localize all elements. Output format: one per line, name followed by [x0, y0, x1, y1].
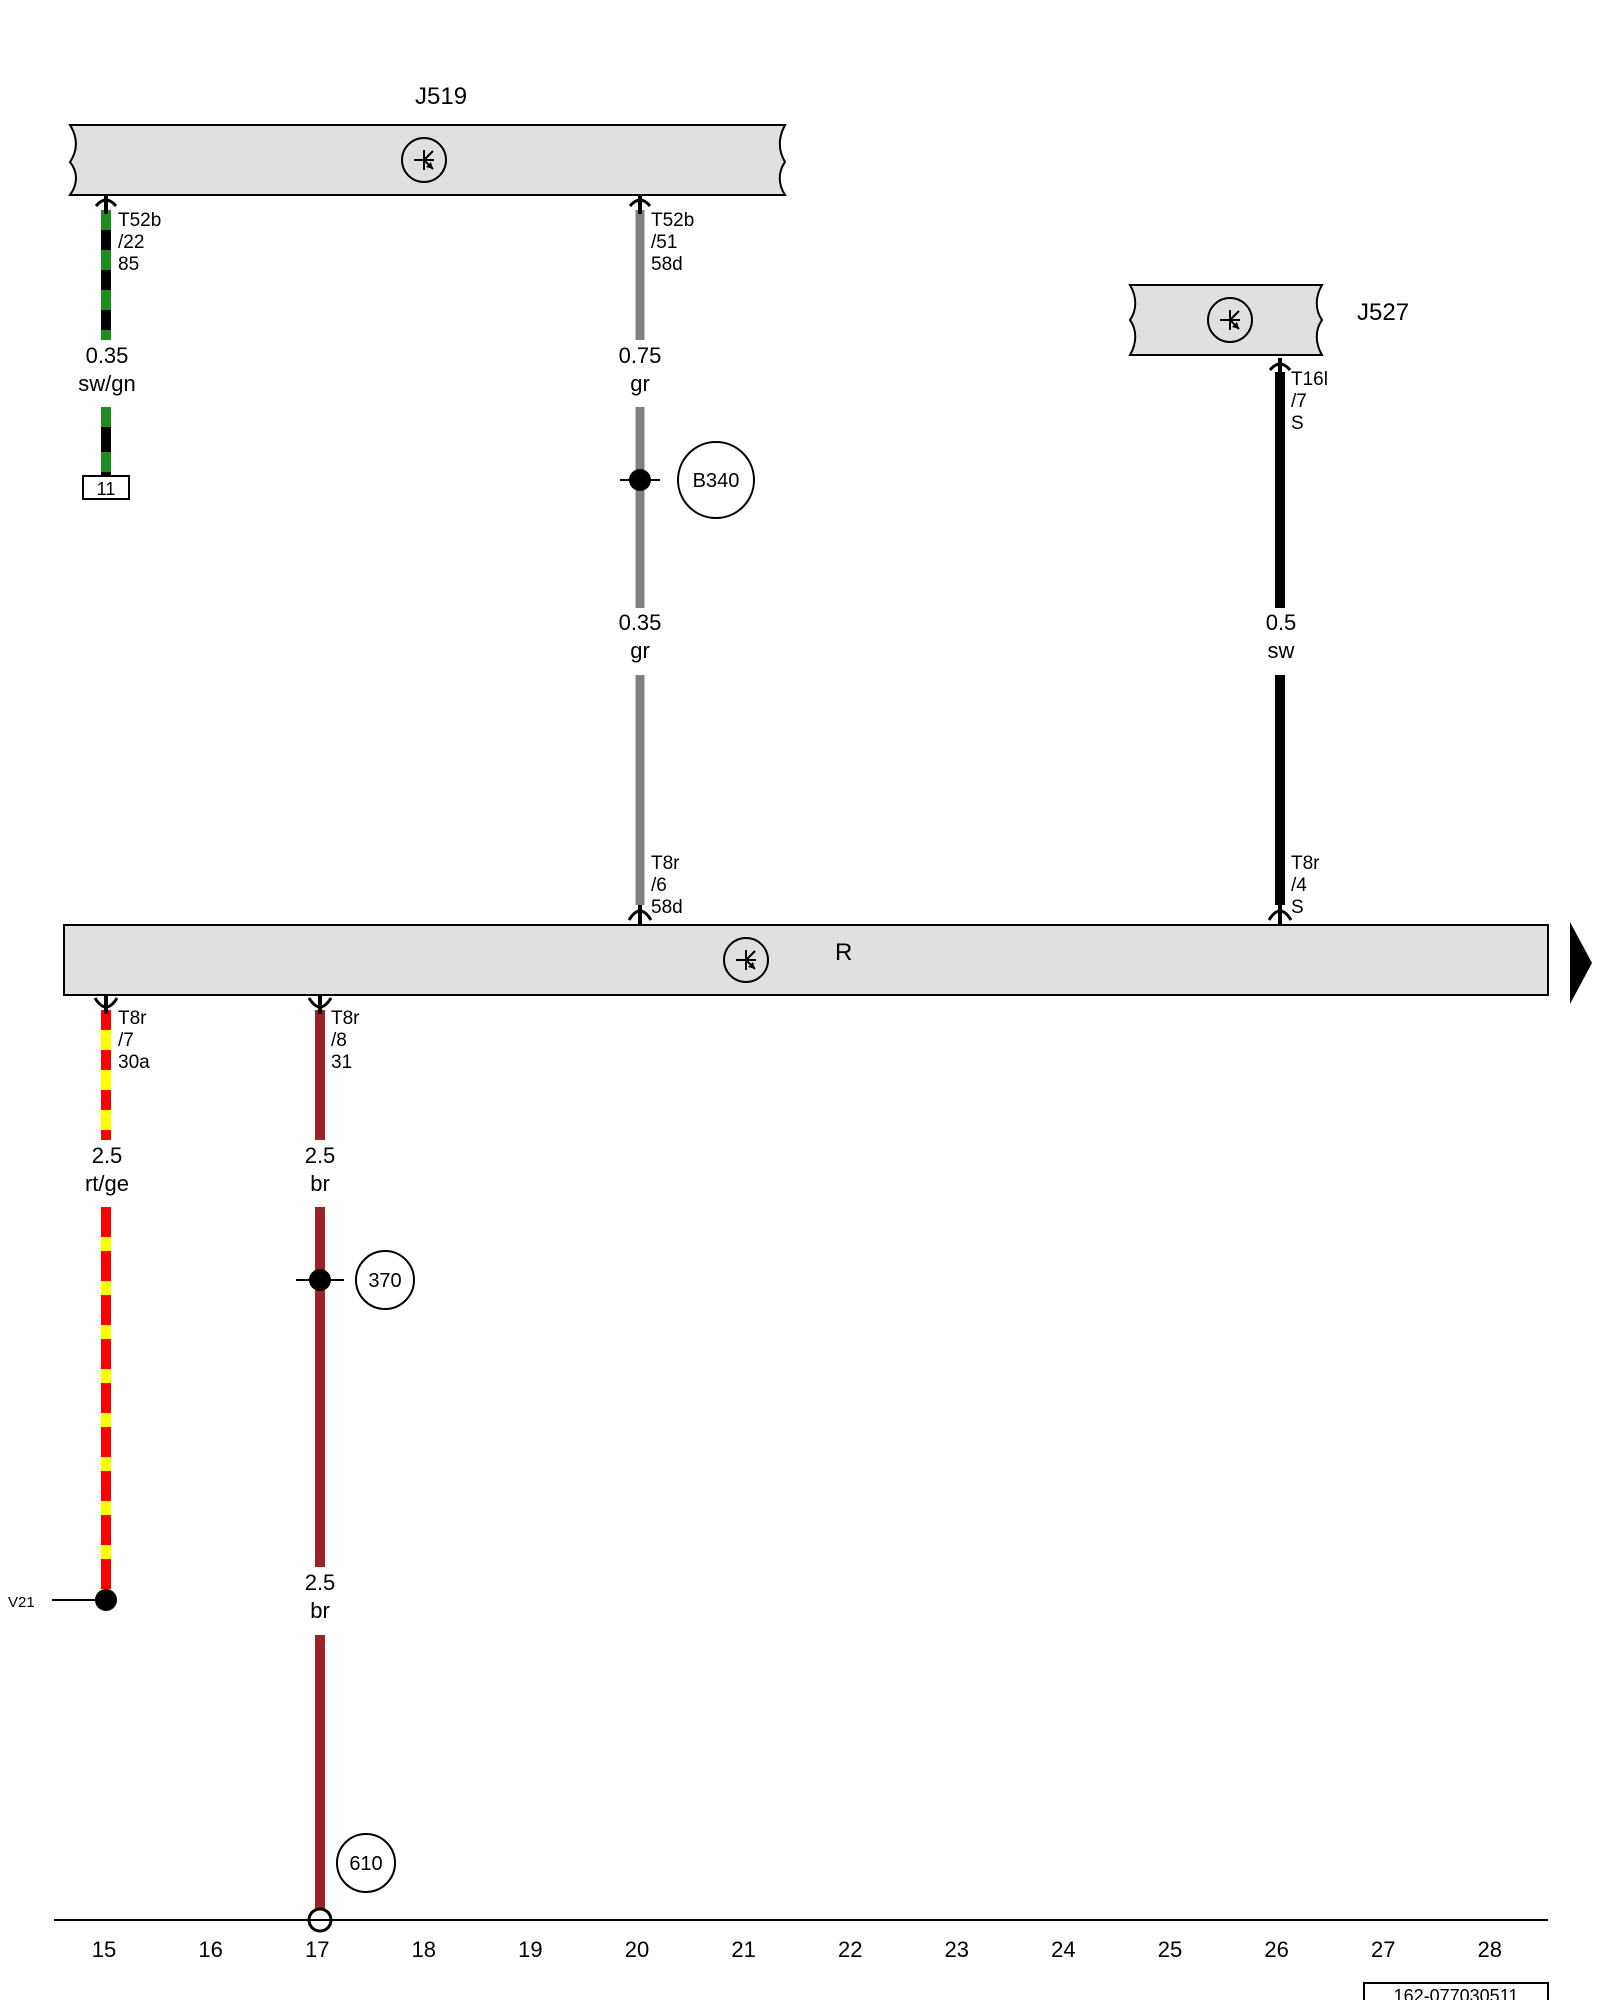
- connector-pin-number: /6: [651, 875, 667, 896]
- connection-box-11[interactable]: 11: [82, 475, 130, 500]
- grid-number: 22: [838, 1937, 862, 1962]
- component-j527[interactable]: J527: [1128, 284, 1409, 356]
- connector-pin-number: /8: [331, 1030, 347, 1051]
- document-number: 162-077030511: [1394, 1986, 1519, 2000]
- connector-t52b-51[interactable]: T52b /51 58d: [628, 196, 694, 275]
- splice-label: 370: [368, 1270, 401, 1292]
- connector-pin-number: /7: [118, 1030, 134, 1051]
- connector-t8r-7[interactable]: T8r /7 30a: [93, 995, 150, 1073]
- grid-number: 26: [1264, 1937, 1288, 1962]
- component-r[interactable]: R: [63, 924, 1549, 996]
- connector-pin-name: T52b: [651, 210, 694, 231]
- splice-370[interactable]: 370: [296, 1250, 415, 1310]
- connector-t52b-22[interactable]: T52b /22 85: [94, 196, 161, 275]
- splice-b340[interactable]: B340: [620, 441, 755, 519]
- connector-terminal: 58d: [651, 897, 683, 918]
- connector-terminal: 31: [331, 1052, 352, 1073]
- grid-number: 20: [625, 1937, 649, 1962]
- connection-box-label: 11: [97, 479, 116, 499]
- component-j519-label: J519: [415, 83, 467, 110]
- wire-color-code: gr: [630, 371, 650, 396]
- grid-number: 18: [412, 1937, 436, 1962]
- wire-color-code: br: [310, 1598, 330, 1623]
- wire-size: 2.5: [92, 1143, 123, 1168]
- grid-number: 27: [1371, 1937, 1395, 1962]
- connector-pin-number: /22: [118, 232, 144, 253]
- connector-pin-name: T8r: [1291, 853, 1320, 874]
- wire-color-code: sw/gn: [78, 371, 135, 396]
- wire-size: 0.35: [619, 610, 662, 635]
- connector-terminal: S: [1291, 413, 1304, 434]
- wire-color-code: gr: [630, 638, 650, 663]
- splice-label: B340: [693, 470, 740, 492]
- document-number-box: 162-077030511: [1363, 1982, 1549, 2000]
- wire-size: 2.5: [305, 1570, 336, 1595]
- grid-number: 28: [1478, 1937, 1502, 1962]
- grid-number: 16: [198, 1937, 222, 1962]
- connector-terminal: 85: [118, 254, 139, 275]
- wire-size: 0.5: [1266, 610, 1297, 635]
- wire-size: 0.75: [619, 343, 662, 368]
- component-r-label: R: [835, 939, 852, 966]
- grid-number: 25: [1158, 1937, 1182, 1962]
- grid-number: 15: [92, 1937, 116, 1962]
- junction-label: V21: [8, 1594, 35, 1611]
- connector-pin-number: /51: [651, 232, 677, 253]
- grid-number: 17: [305, 1937, 329, 1962]
- ground-point-label: 610: [349, 1853, 382, 1875]
- connector-terminal: 58d: [651, 254, 683, 275]
- continuation-arrow-icon[interactable]: [1570, 922, 1592, 1004]
- connector-t8r-4[interactable]: T8r /4 S: [1267, 853, 1320, 925]
- connector-pin-number: /4: [1291, 875, 1307, 896]
- connector-pin-name: T8r: [331, 1008, 360, 1029]
- control-unit-icon: [401, 137, 447, 183]
- grid-number: 19: [518, 1937, 542, 1962]
- connector-terminal: S: [1291, 897, 1304, 918]
- grid-number: 24: [1051, 1937, 1075, 1962]
- connector-t16l-7[interactable]: T16l /7 S: [1268, 358, 1328, 434]
- connector-pin-name: T8r: [651, 853, 680, 874]
- connector-terminal: 30a: [118, 1052, 150, 1073]
- wire-size: 2.5: [305, 1143, 336, 1168]
- connector-t8r-6[interactable]: T8r /6 58d: [627, 853, 683, 925]
- wire-color-code: rt/ge: [85, 1171, 129, 1196]
- connector-pin-name: T8r: [118, 1008, 147, 1029]
- connector-pin-number: /7: [1291, 391, 1307, 412]
- connector-pin-name: T16l: [1291, 369, 1328, 390]
- wire-color-code: sw: [1268, 638, 1295, 663]
- component-j519[interactable]: J519: [68, 83, 787, 196]
- component-j527-label: J527: [1357, 299, 1409, 326]
- control-unit-icon: [723, 937, 769, 983]
- grid-numbers: 15 16 17 18 19 20 21 22 23 24 25 26 27 28: [92, 1937, 1502, 1962]
- control-unit-icon: [1207, 297, 1253, 343]
- grid-number: 23: [945, 1937, 969, 1962]
- connector-pin-name: T52b: [118, 210, 161, 231]
- wire-size: 0.35: [86, 343, 129, 368]
- connector-t8r-8[interactable]: T8r /8 31: [307, 995, 360, 1073]
- junction-v21[interactable]: V21: [8, 1589, 117, 1611]
- grid-number: 21: [731, 1937, 755, 1962]
- wire-color-code: br: [310, 1171, 330, 1196]
